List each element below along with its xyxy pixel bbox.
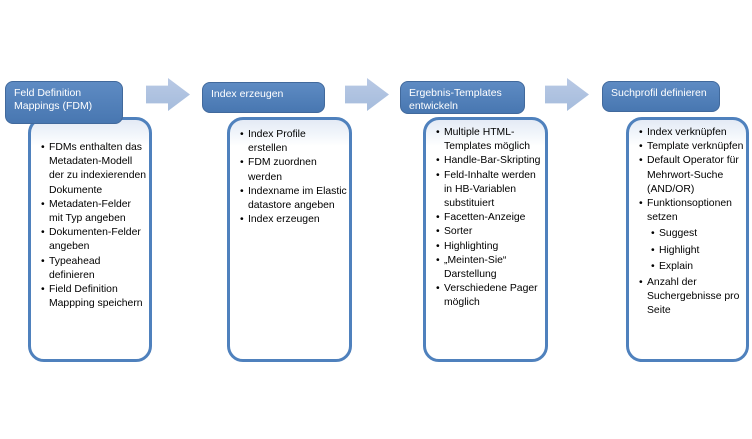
bullet-item: Verschiedene Pager möglich	[436, 282, 543, 310]
flow-arrow-icon	[146, 78, 190, 111]
bullet-item: Index verknüpfen	[639, 126, 744, 140]
stage-bullet-list: Index Profile erstellen FDM zuordnen wer…	[230, 120, 349, 228]
bullet-item: Indexname im Elastic datastore angeben	[240, 185, 347, 213]
bullet-item: „Meinten-Sie“ Darstellung	[436, 254, 543, 282]
stage-detail-panel-index: Index Profile erstellen FDM zuordnen wer…	[227, 117, 352, 362]
stage-header-index-erzeugen: Index erzeugen	[202, 82, 325, 113]
bullet-item: Dokumenten-Felder angeben	[41, 226, 147, 254]
bullet-item: Default Operator für Mehrwort-Suche (AND…	[639, 154, 744, 197]
stage-detail-panel-suchprofil: Index verknüpfen Template verknüpfen Def…	[626, 117, 749, 362]
bullet-item: Index erzeugen	[240, 213, 347, 227]
stage-bullet-list: Index verknüpfen Template verknüpfen Def…	[629, 120, 746, 319]
bullet-item: Anzahl der Suchergebnisse pro Seite	[639, 276, 744, 319]
bullet-item: FDM zuordnen werden	[240, 156, 347, 184]
sub-bullet-item: Highlight	[651, 244, 744, 258]
bullet-item: Highlighting	[436, 240, 543, 254]
stage-header-ergebnis-templates: Ergebnis-Templates entwickeln	[400, 81, 525, 114]
bullet-item: Sorter	[436, 225, 543, 239]
stage-detail-panel-fdm: FDMs enthalten das Metadaten-Modell der …	[28, 117, 152, 362]
stage-bullet-list: Multiple HTML-Templates möglich Handle-B…	[426, 120, 545, 311]
bullet-item: Facetten-Anzeige	[436, 211, 543, 225]
bullet-item: Handle-Bar-Skripting	[436, 154, 543, 168]
stage-header-feld-definition-mappings: Feld Definition Mappings (FDM)	[5, 81, 123, 124]
bullet-item: Feld-Inhalte werden in HB-Variablen subs…	[436, 169, 543, 212]
bullet-item: Template verknüpfen	[639, 140, 744, 154]
stage-bullet-list: FDMs enthalten das Metadaten-Modell der …	[31, 120, 149, 311]
sub-bullet-item: Explain	[651, 260, 744, 274]
flow-arrow-icon	[545, 78, 589, 111]
stage-detail-panel-templates: Multiple HTML-Templates möglich Handle-B…	[423, 117, 548, 362]
flow-arrow-icon	[345, 78, 389, 111]
bullet-item: Multiple HTML-Templates möglich	[436, 126, 543, 154]
sub-bullet-item: Suggest	[651, 227, 744, 241]
bullet-item: Typeahead definieren	[41, 255, 147, 283]
bullet-item: Metadaten-Felder mit Typ angeben	[41, 198, 147, 226]
bullet-item: FDMs enthalten das Metadaten-Modell der …	[41, 141, 147, 198]
bullet-item: Funktionsoptionen setzen	[639, 197, 744, 225]
bullet-item: Field Definition Mappping speichern	[41, 283, 147, 311]
stage-header-suchprofil-definieren: Suchprofil definieren	[602, 81, 720, 112]
bullet-item: Index Profile erstellen	[240, 128, 347, 156]
